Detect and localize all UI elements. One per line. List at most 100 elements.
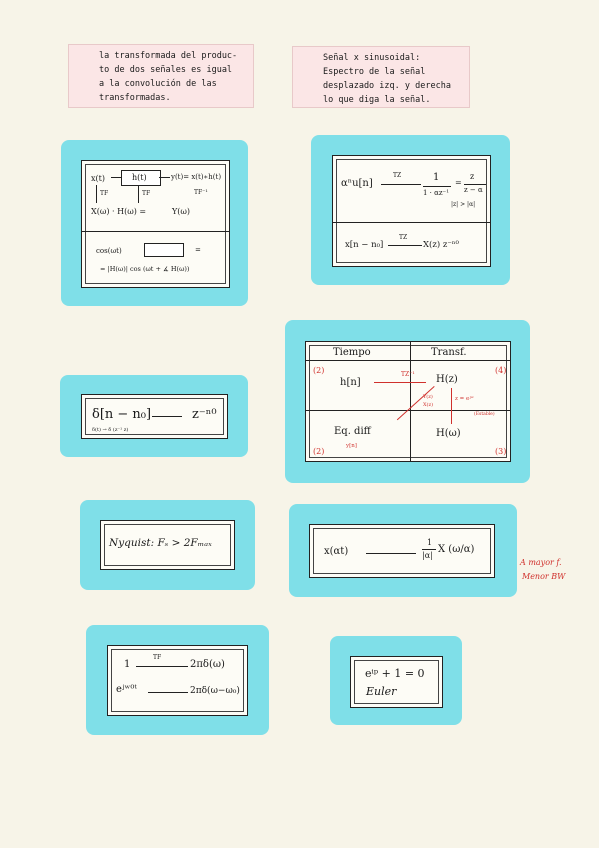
yz: Y(z) [423, 394, 433, 400]
delta-rhs: z⁻ⁿ⁰ [192, 407, 217, 422]
euler-eq: eⁱᵖ + 1 = 0 [365, 667, 425, 680]
col-transf: Transf. [431, 347, 467, 358]
col-rule [410, 342, 411, 461]
cos-output: = |H(ω)| cos (ωt + ∡ H(ω)) [100, 265, 190, 273]
z-fnum: z [470, 172, 475, 181]
grid-board: Tiempo Transf. (2) (4) (2) (3) h[n] H(z)… [305, 341, 511, 462]
note-line: a la convolución de las [99, 79, 217, 89]
arrow-red [374, 382, 426, 383]
note-line: lo que diga la señal. [323, 95, 431, 105]
ft-arrow-2 [148, 692, 188, 693]
shift-rhs: X(z) z⁻ⁿ⁰ [423, 240, 459, 250]
z-board: αⁿu[n] TZ 1 1 · αz⁻¹ = z z − α |z| > |α|… [332, 155, 491, 267]
nyquist-board: Nyquist: Fₛ > 2Fₘₐₓ [100, 520, 235, 570]
note-product-convolution: la transformada del produc- to de dos se… [68, 44, 254, 108]
z-roc: |z| > |α| [451, 201, 476, 208]
card-nyquist[interactable]: Nyquist: Fₛ > 2Fₘₐₓ [80, 500, 255, 590]
cos-eq: = [195, 246, 201, 254]
delta-lhs: δ[n − n₀] [92, 407, 152, 422]
num-4: (4) [495, 366, 507, 375]
scale-note-2: Menor BW [522, 572, 566, 581]
note-line: Señal x sinusoidal: [323, 53, 421, 63]
ejw: z = eʲʷ [455, 396, 474, 402]
cell-Hz: H(z) [436, 374, 458, 385]
card-lti-system[interactable]: x(t) h(t) y(t)= x(t)∗h(t) TF TF TF⁻¹ X(ω… [61, 140, 248, 306]
estable: (Estable) [474, 412, 495, 417]
scale-note-1: A mayor f. [520, 558, 562, 567]
cos-input: cos(ωt) [96, 247, 122, 255]
card-euler[interactable]: eⁱᵖ + 1 = 0 Euler [330, 636, 462, 725]
tf-arrow-x [96, 185, 97, 203]
note-sinusoid: Señal x sinusoidal: Espectro de la señal… [292, 46, 470, 108]
note-line: Espectro de la señal [323, 67, 426, 77]
z-fden: z − α [464, 186, 483, 194]
note-line: desplazado izq. y derecha [323, 81, 451, 91]
num-3: (3) [495, 447, 507, 456]
z-lhs: αⁿu[n] [341, 178, 373, 189]
card-transform-grid[interactable]: Tiempo Transf. (2) (4) (2) (3) h[n] H(z)… [285, 320, 530, 483]
card-scaling[interactable]: x(αt) 1 |α| X (ω/α) [289, 504, 517, 597]
ft-l1: 1 [124, 659, 131, 670]
tf-label: TF [142, 190, 151, 197]
scaling-board: x(αt) 1 |α| X (ω/α) [309, 524, 495, 578]
euler-name: Euler [366, 685, 397, 698]
z-eq: = [455, 178, 462, 187]
wire [111, 177, 121, 178]
ft-r2: 2πδ(ω−ω₀) [190, 686, 240, 696]
ft-r1: 2πδ(ω) [190, 659, 225, 670]
z-arrow [381, 184, 421, 185]
tz-inv: TZ⁻¹ [401, 371, 415, 378]
xz: X(z) [423, 402, 434, 408]
euler-board: eⁱᵖ + 1 = 0 Euler [350, 656, 443, 708]
card-ft-exponential[interactable]: 1 TF 2πδ(ω) eʲʷ⁰ᵗ 2πδ(ω−ω₀) [86, 625, 269, 735]
scale-arrow [366, 553, 416, 554]
yn: y[n] [346, 443, 357, 449]
card-z-transform[interactable]: αⁿu[n] TZ 1 1 · αz⁻¹ = z z − α |z| > |α|… [311, 135, 510, 285]
note-line: to de dos señales es igual [99, 65, 233, 75]
h-block [121, 170, 161, 186]
col-tiempo: Tiempo [333, 347, 371, 358]
scale-rhs: X (ω/α) [438, 544, 475, 555]
input-x: x(t) [91, 174, 105, 183]
freq-product: X(ω) · H(ω) = [91, 207, 147, 216]
frac-bar [423, 186, 451, 187]
delta-arrow [152, 416, 182, 417]
freq-output: Y(ω) [172, 207, 191, 216]
shift-arrow-label: TZ [399, 234, 408, 241]
ft-board: 1 TF 2πδ(ω) eʲʷ⁰ᵗ 2πδ(ω−ω₀) [107, 645, 248, 716]
ft-l2: eʲʷ⁰ᵗ [116, 684, 137, 695]
down-arrow [451, 388, 452, 424]
delta-small: δ(t) → δ (z⁻¹ z) [92, 427, 129, 433]
tf-arrow-h [138, 186, 139, 203]
scale-one: 1 [427, 538, 433, 547]
tf-label: TF [100, 190, 109, 197]
system-block [144, 243, 184, 257]
z-den: 1 · αz⁻¹ [423, 189, 450, 197]
ft-arrow-1 [136, 666, 188, 667]
output-y: y(t)= x(t)∗h(t) [171, 173, 222, 181]
card-delta[interactable]: δ[n − n₀] z⁻ⁿ⁰ δ(t) → δ (z⁻¹ z) [60, 375, 248, 457]
num-1: (2) [313, 447, 325, 456]
scale-lhs: x(αt) [324, 546, 349, 557]
note-line: transformadas. [99, 93, 171, 103]
cell-Hw: H(ω) [436, 428, 461, 439]
frac-bar [422, 549, 436, 550]
note-line: la transformada del produc- [99, 51, 238, 61]
divider [82, 231, 229, 232]
frac-bar [464, 184, 486, 185]
z-num: 1 [433, 172, 440, 183]
z-arrow-label: TZ [393, 172, 402, 179]
wire [159, 177, 170, 178]
cell-eq: Eq. diff [334, 426, 371, 437]
delta-board: δ[n − n₀] z⁻ⁿ⁰ δ(t) → δ (z⁻¹ z) [81, 394, 228, 439]
ft-t1: TF [153, 654, 162, 661]
lti-board: x(t) h(t) y(t)= x(t)∗h(t) TF TF TF⁻¹ X(ω… [81, 160, 230, 288]
nyquist-text: Nyquist: Fₛ > 2Fₘₐₓ [109, 537, 212, 549]
scale-abs: |α| [422, 551, 433, 560]
header-rule [306, 360, 510, 361]
h-label: h(t) [132, 173, 147, 182]
divider [333, 222, 490, 223]
tfinv-label: TF⁻¹ [194, 189, 208, 196]
num-2: (2) [313, 366, 325, 375]
shift-arrow [388, 245, 422, 246]
